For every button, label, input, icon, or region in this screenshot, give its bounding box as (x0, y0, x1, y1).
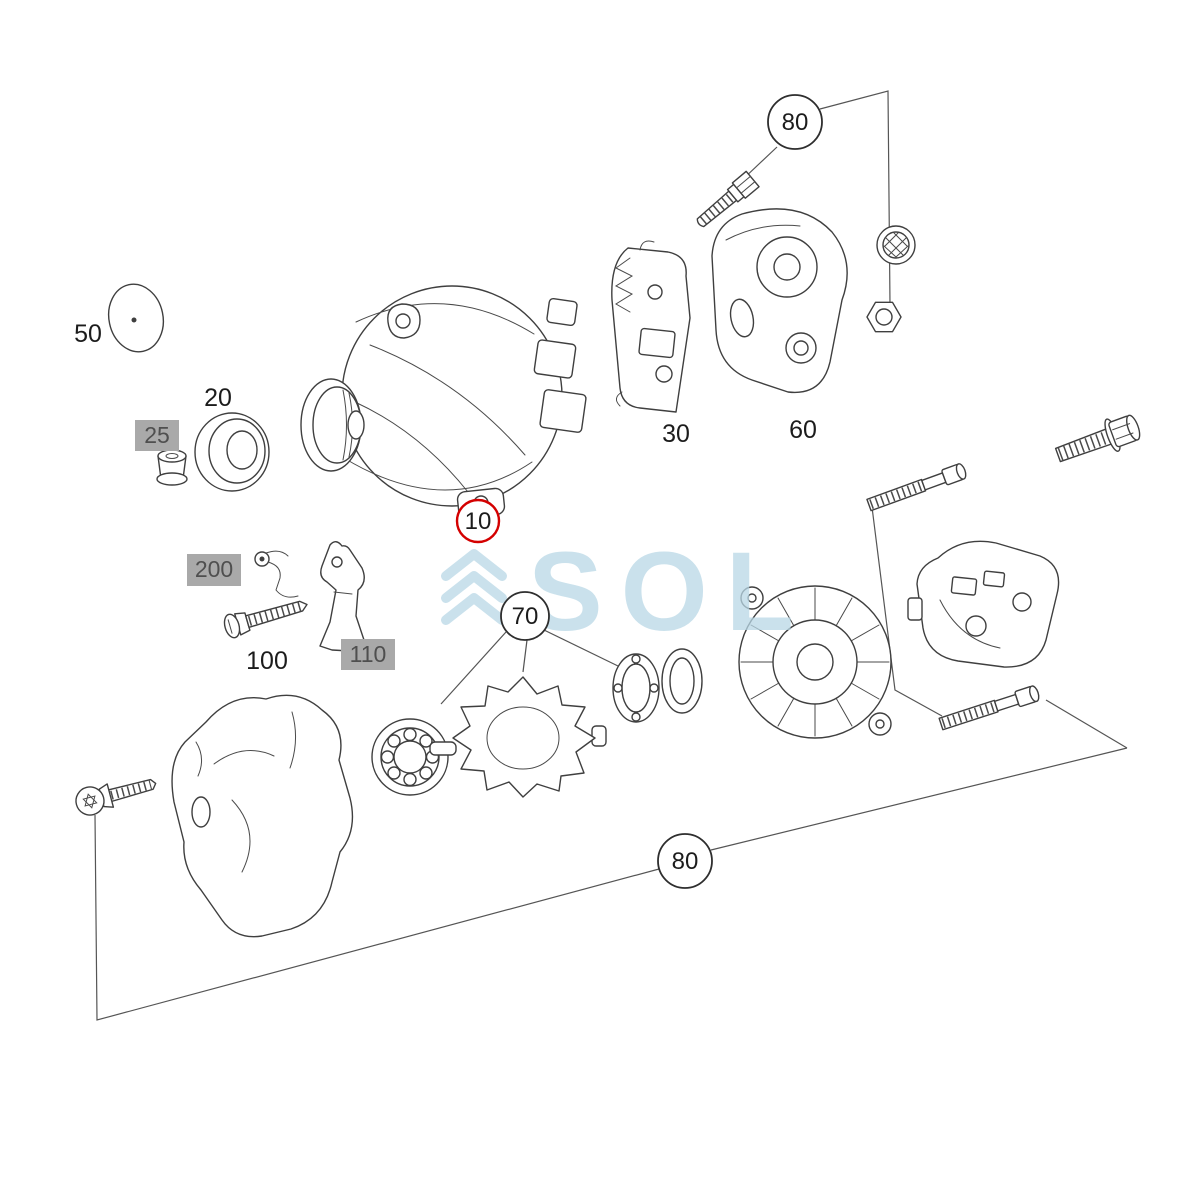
part-small-bearing (612, 653, 660, 723)
label-50: 50 (74, 320, 102, 348)
part-hex-bolt-top (696, 170, 760, 228)
part-torx-screw (75, 778, 157, 816)
watermark-chevron-logo-icon (441, 549, 507, 581)
part-pan-head-screw (223, 600, 308, 639)
svg-text:25: 25 (144, 422, 170, 448)
svg-text:20: 20 (204, 384, 232, 412)
watermark-chevron-logo-icon (441, 593, 507, 625)
svg-text:70: 70 (512, 603, 539, 630)
label-60: 60 (789, 416, 817, 444)
part-rotor (429, 676, 607, 798)
label-20: 20 (204, 384, 232, 412)
part-through-bolt-lower (938, 685, 1040, 731)
svg-text:100: 100 (246, 647, 288, 675)
svg-text:10: 10 (465, 508, 492, 535)
part-mounting-bracket (319, 541, 369, 653)
svg-text:80: 80 (782, 109, 809, 136)
watermark-text: SOL (528, 529, 812, 654)
label-25: 25 (135, 420, 179, 451)
part-rear-bracket (711, 208, 848, 394)
part-flange-nut (156, 449, 188, 486)
svg-text:30: 30 (662, 420, 690, 448)
svg-text:110: 110 (350, 641, 387, 667)
part-rear-plastic-cover (907, 540, 1060, 668)
part-large-screw-right (1054, 414, 1141, 463)
svg-text:200: 200 (195, 556, 233, 582)
watermark-chevron-logo-icon (441, 571, 507, 603)
label-10: 10 (455, 498, 501, 544)
svg-text:60: 60 (789, 416, 817, 444)
part-retaining-ring (661, 648, 703, 714)
part-pulley-ring (194, 412, 270, 492)
part-drive-end-housing (738, 585, 892, 739)
watermark: SOL (441, 529, 812, 654)
label-30: 30 (662, 420, 690, 448)
part-dust-cap (107, 283, 165, 353)
part-ball-bearing (371, 718, 449, 796)
label-200: 200 (187, 554, 241, 586)
part-knurled-nut (876, 225, 916, 265)
part-alternator-assembly (300, 285, 587, 519)
svg-text:80: 80 (672, 848, 699, 875)
label-80-bottom: 80 (657, 833, 713, 889)
part-terminal-clip (254, 550, 299, 598)
label-110: 110 (341, 639, 395, 670)
part-hex-nut (866, 301, 902, 333)
part-through-bolt-upper (866, 463, 967, 512)
label-100: 100 (246, 647, 288, 675)
part-rear-cover-shell (171, 694, 354, 938)
part-voltage-regulator (611, 240, 691, 413)
label-80-top: 80 (767, 94, 823, 150)
svg-text:50: 50 (74, 320, 102, 348)
label-70: 70 (500, 591, 550, 641)
